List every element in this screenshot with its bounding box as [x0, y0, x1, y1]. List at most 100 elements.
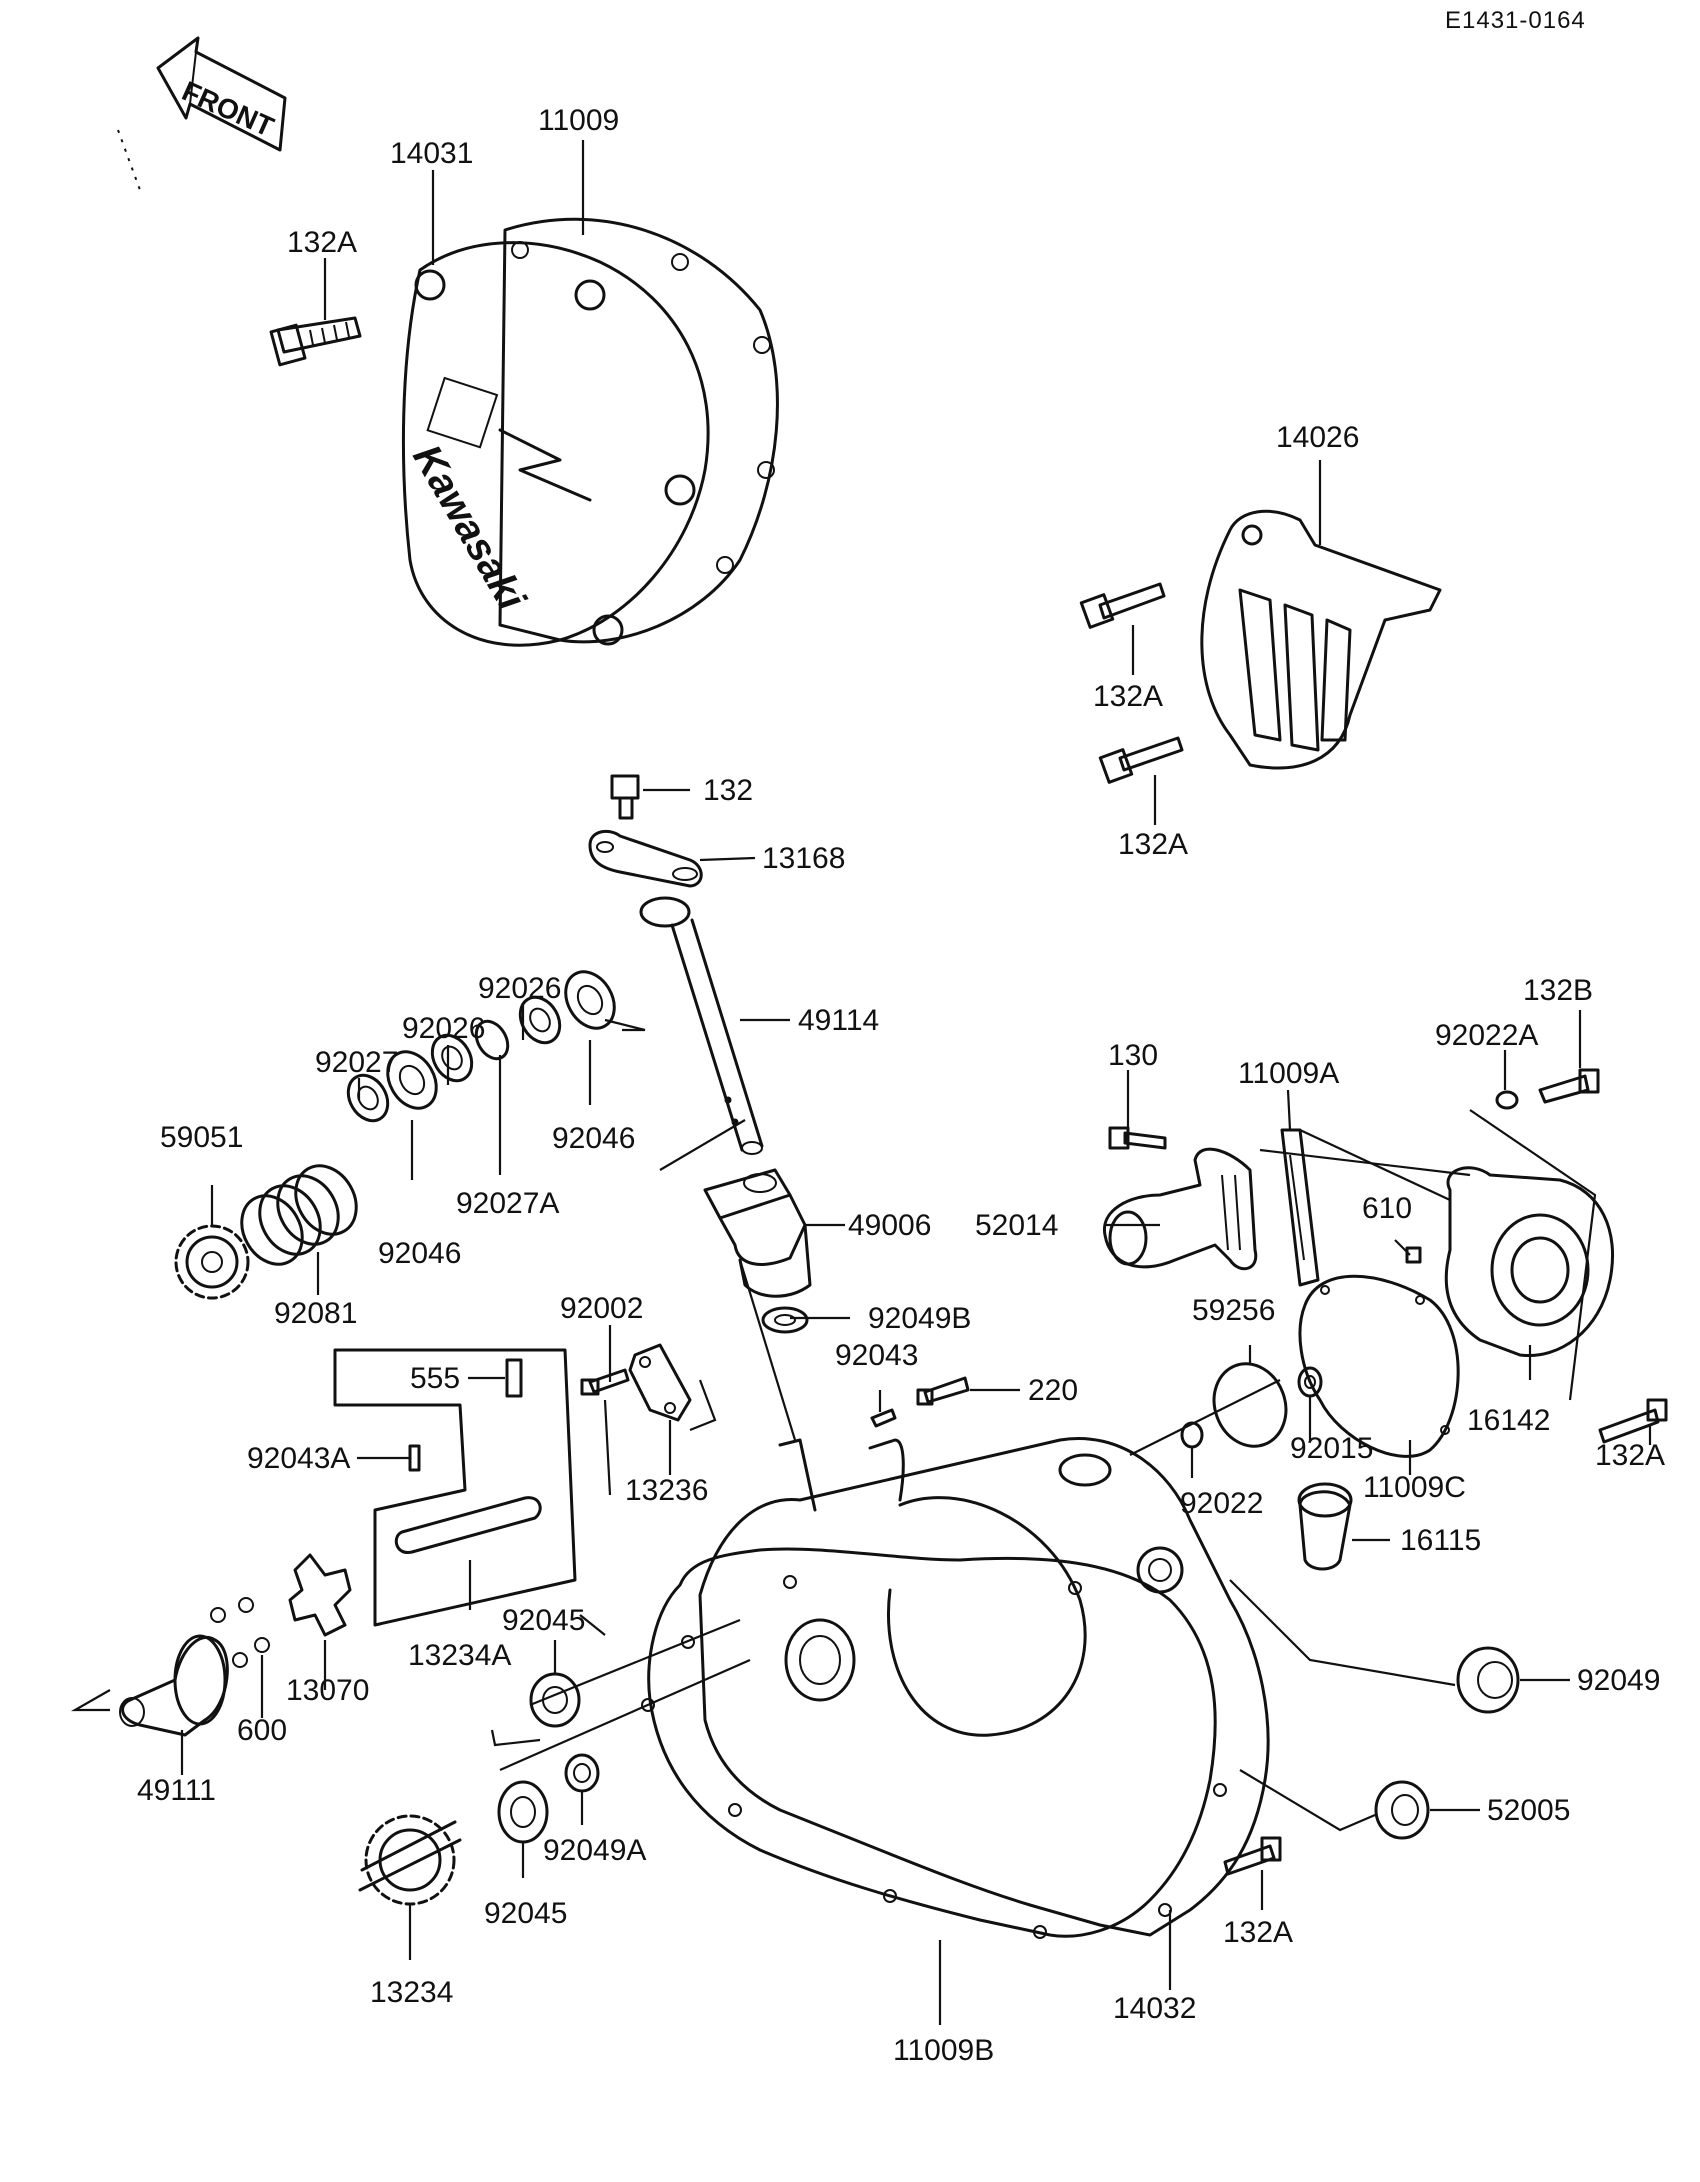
bearing-92045-a: [529, 1672, 581, 1728]
bolt-132a-right-lower: [1098, 736, 1184, 784]
front-arrow-icon: FRONT: [156, 36, 287, 152]
callout-14026: 14026: [1276, 421, 1359, 454]
callout-13236: 13236: [625, 1474, 708, 1507]
callout-13234A: 13234A: [408, 1639, 511, 1672]
callout-52005: 52005: [1487, 1794, 1570, 1827]
callout-16115: 16115: [1400, 1524, 1481, 1557]
bearing-52005: [1374, 1780, 1430, 1840]
cover-gasket-outline: [498, 217, 779, 644]
oil-seal-92049a: [564, 1753, 600, 1793]
cap-16115: [1297, 1482, 1353, 1571]
pin-610: [1405, 1246, 1422, 1264]
callout-92049B: 92049B: [868, 1302, 971, 1335]
washer-92046-a: [564, 970, 616, 1030]
washer-92046-b: [386, 1050, 438, 1110]
stopper-13168: [588, 829, 703, 888]
callout-92022A: 92022A: [1435, 1019, 1538, 1052]
callout-59256: 59256: [1192, 1294, 1275, 1327]
callout-11009: 11009: [538, 104, 619, 137]
callout-13234: 13234: [370, 1976, 453, 2009]
callout-600: 600: [237, 1714, 287, 1747]
pin-92043a: [408, 1444, 421, 1472]
bolt-132b: [1538, 1068, 1600, 1104]
callout-14031: 14031: [390, 137, 473, 170]
spring-92081: [240, 1164, 358, 1266]
ratchet-13070: [288, 1553, 352, 1637]
callout-11009A: 11009A: [1238, 1057, 1339, 1090]
callout-11009C: 11009C: [1363, 1471, 1466, 1504]
callout-92027A: 92027A: [456, 1187, 559, 1220]
callout-59051: 59051: [160, 1121, 243, 1154]
bolt-132a-bottom-right: [1223, 1836, 1282, 1876]
callout-132A: 132A: [1118, 828, 1188, 861]
cover-boss: [414, 269, 446, 301]
washer-92027: [346, 1073, 390, 1123]
callout-130: 130: [1108, 1039, 1158, 1072]
cover-boss: [592, 614, 624, 646]
kit-box-13234a: [333, 1348, 577, 1627]
callout-92026: 92026: [402, 1012, 485, 1045]
callout-610: 610: [1362, 1192, 1412, 1225]
direction-dotted-line: [117, 129, 141, 191]
bolt-132a-center-right: [1598, 1398, 1668, 1444]
washer-92027a: [474, 1019, 510, 1061]
shaft-13234a: [394, 1496, 542, 1554]
callout-555: 555: [410, 1362, 460, 1395]
callout-13168: 13168: [762, 842, 845, 875]
cover-boss: [664, 474, 696, 506]
water-pump-cover-16142: [1444, 1166, 1615, 1358]
callout-92022: 92022: [1180, 1487, 1263, 1520]
clutch-cover: Kawasaki: [401, 217, 779, 647]
gasket-11009b: [641, 1547, 1227, 1939]
callout-92046: 92046: [378, 1237, 461, 1270]
gasket-11009a: [1280, 1128, 1320, 1287]
washer-92026-b: [430, 1033, 474, 1083]
balls-600: [210, 1597, 270, 1668]
guide-13236: [628, 1343, 692, 1422]
logo-square-icon: [426, 376, 499, 449]
drawing-code: E1431-0164: [1445, 7, 1586, 34]
bolt-220: [916, 1376, 970, 1406]
callout-220: 220: [1028, 1374, 1078, 1407]
bolt-132: [610, 774, 640, 820]
callout-132A: 132A: [1093, 680, 1163, 713]
bolt-92002: [580, 1368, 630, 1396]
cover-body: [401, 241, 710, 647]
gear-59051: [174, 1224, 250, 1300]
callout-16142: 16142: [1467, 1404, 1550, 1437]
callout-92027: 92027: [315, 1046, 398, 1079]
callout-92049: 92049: [1577, 1664, 1660, 1697]
callout-92081: 92081: [274, 1297, 357, 1330]
gear-13234: [358, 1814, 462, 1906]
gasket-11009c: [1298, 1274, 1460, 1458]
callout-92002: 92002: [560, 1292, 643, 1325]
callout-92043: 92043: [835, 1339, 918, 1372]
pipe-52014: [1103, 1147, 1258, 1271]
callout-92045: 92045: [484, 1897, 567, 1930]
cover-boss: [574, 279, 606, 311]
callout-49111: 49111: [137, 1774, 216, 1807]
kick-gear-49111: [119, 1634, 229, 1737]
callout-132A: 132A: [1223, 1916, 1293, 1949]
leader-lines: [70, 140, 1652, 2025]
sprocket-cover: [1200, 509, 1442, 770]
guide-49006: [703, 1168, 812, 1298]
impeller-59256: [1212, 1362, 1288, 1448]
callout-132: 132: [703, 774, 753, 807]
callout-132B: 132B: [1523, 974, 1593, 1007]
callout-11009B: 11009B: [893, 2034, 994, 2067]
callout-132A: 132A: [1595, 1439, 1665, 1472]
callout-13070: 13070: [286, 1674, 369, 1707]
callout-labels: 132A 14031 11009 14026 132A 132A 132 131…: [137, 104, 1665, 2067]
washer-92026-a: [518, 995, 562, 1045]
crankcase-14032: [698, 1437, 1270, 1937]
callout-132A: 132A: [287, 226, 357, 259]
callout-49006: 49006: [848, 1209, 931, 1242]
callout-14032: 14032: [1113, 1992, 1196, 2025]
callout-92043A: 92043A: [247, 1442, 350, 1475]
bolt-132a-top: [269, 316, 362, 367]
washer-92022a: [1495, 1090, 1519, 1110]
pin-92043: [870, 1408, 897, 1428]
